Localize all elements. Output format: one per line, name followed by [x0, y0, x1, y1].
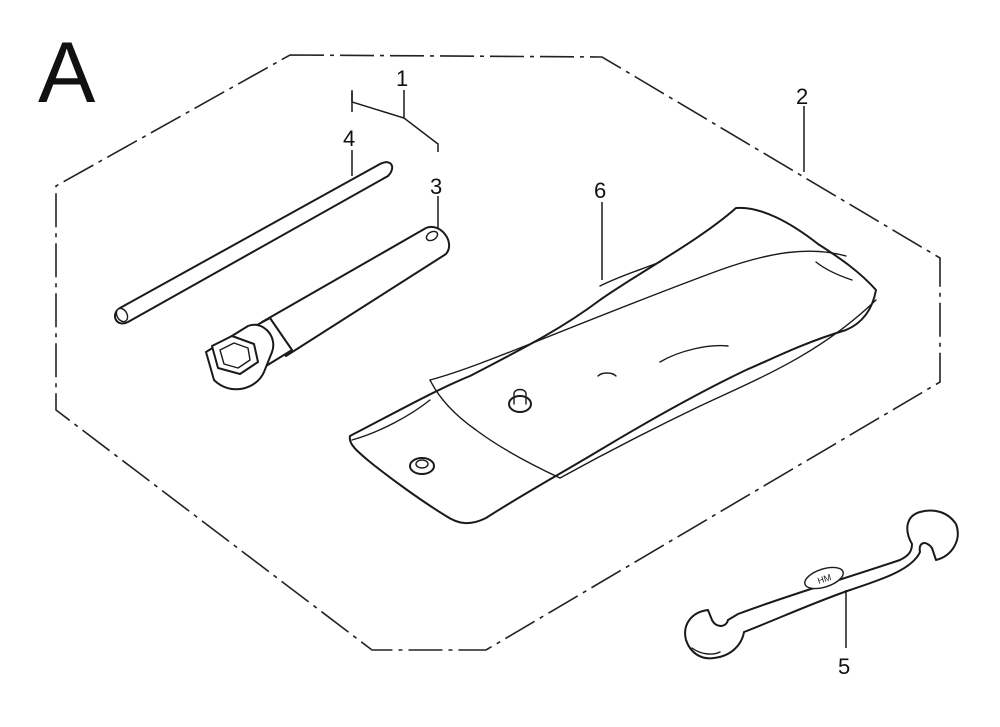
callout-5: 5 — [838, 654, 850, 679]
callout-1: 1 — [396, 66, 408, 91]
assembly-boundary — [55, 54, 941, 651]
callout-2: 2 — [796, 84, 808, 109]
part-3-plug-wrench — [205, 225, 451, 391]
wrench-emblem-oval — [804, 566, 844, 590]
part-4-tommy-bar — [113, 161, 394, 325]
callout-3: 3 — [430, 174, 442, 199]
callout-4: 4 — [343, 126, 355, 151]
callout-6: 6 — [594, 178, 606, 203]
part-5-open-wrench: HM — [684, 509, 959, 660]
section-letter: A — [38, 25, 96, 121]
wrench-emblem-text: HM — [816, 572, 832, 586]
leader-lines — [351, 90, 847, 648]
part-6-tool-bag — [348, 206, 877, 524]
